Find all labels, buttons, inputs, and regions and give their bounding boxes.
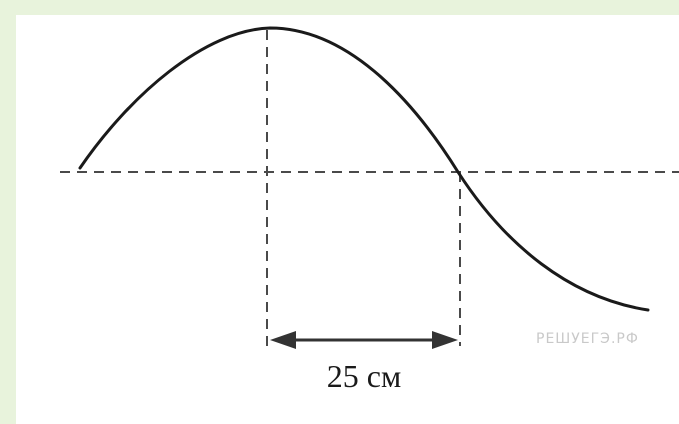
watermark-text: РЕШУЕГЭ.РФ (536, 331, 639, 347)
distance-label: 25 см (326, 358, 402, 394)
diagram-panel (16, 15, 679, 424)
distance-arrow-head-right (432, 331, 458, 349)
wave-curve (78, 26, 650, 312)
distance-arrow-head-left (270, 331, 296, 349)
